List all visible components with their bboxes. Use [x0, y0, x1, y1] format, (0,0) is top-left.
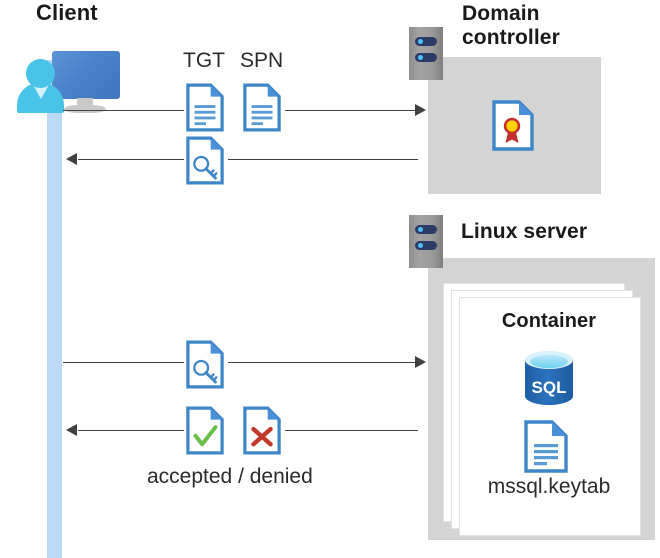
domain-controller-rack-icon [409, 27, 443, 80]
rack-led [418, 55, 423, 60]
message-line-tgt-spn-right [285, 110, 416, 111]
rack-led [418, 227, 423, 232]
accepted-document-svg [186, 406, 224, 455]
certificate-document-icon [492, 100, 534, 156]
message-line-ticket-presented-right [228, 362, 416, 363]
key-document-icon [186, 136, 224, 190]
message-arrowhead-tgt-spn [415, 104, 426, 116]
keytab-document-svg [524, 420, 568, 473]
message-line-auth-result-left [78, 430, 184, 431]
document-svg [186, 83, 224, 132]
message-arrowhead-auth-result [66, 424, 77, 436]
domain-controller-title-line1: Domain [462, 2, 540, 25]
message-line-ticket-response-left [78, 159, 184, 160]
document-icon [186, 83, 224, 137]
message-line-auth-result-right [285, 430, 418, 431]
sql-database-icon: SQL [521, 349, 577, 412]
certificate-document-svg [492, 100, 534, 151]
rack-slot [415, 37, 437, 46]
message-line-ticket-response-right [228, 159, 418, 160]
monitor-base-shape [64, 105, 106, 113]
rack-slot [415, 241, 437, 250]
accepted-denied-caption: accepted / denied [147, 465, 313, 488]
user-computer-icon [10, 24, 120, 113]
monitor-shape [52, 51, 120, 99]
key-document-svg [186, 136, 224, 185]
rack-slot [415, 53, 437, 62]
message-line-tgt-spn-left [63, 110, 184, 111]
linux-server-title: Linux server [461, 220, 588, 243]
keytab-label: mssql.keytab [487, 475, 611, 498]
keytab-document-icon [524, 420, 568, 478]
document-icon [243, 83, 281, 137]
denied-document-svg [243, 406, 281, 455]
domain-controller-title-line2: controller [462, 26, 560, 49]
person-head-shape [26, 59, 55, 88]
container-title: Container [501, 310, 597, 332]
client-title: Client [36, 0, 98, 25]
key-document-icon [186, 340, 224, 394]
denied-document-icon [243, 406, 281, 460]
spn-label: SPN [240, 49, 284, 72]
accepted-document-icon [186, 406, 224, 460]
linux-server-rack-icon [409, 215, 443, 268]
message-arrowhead-ticket-presented [415, 356, 426, 368]
message-arrowhead-ticket-response [66, 153, 77, 165]
rack-slot [415, 225, 437, 234]
sql-database-svg: SQL [525, 351, 573, 405]
sql-label: SQL [532, 378, 567, 397]
client-lifeline [47, 60, 62, 558]
monitor-neck-shape [77, 98, 93, 108]
rack-led [418, 243, 423, 248]
rack-led [418, 39, 423, 44]
container-card [459, 297, 641, 536]
message-line-ticket-presented-left [63, 362, 184, 363]
document-svg [243, 83, 281, 132]
key-document-svg [186, 340, 224, 389]
tgt-label: TGT [183, 49, 225, 72]
